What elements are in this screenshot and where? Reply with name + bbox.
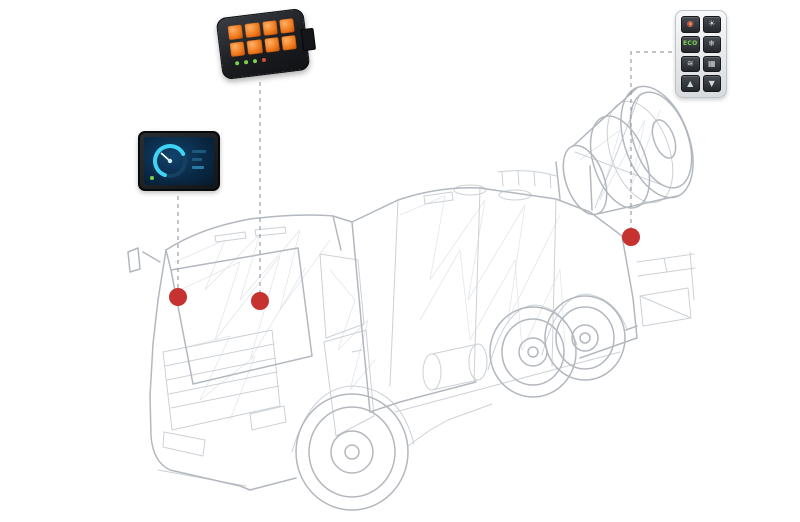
display-screen — [144, 137, 214, 185]
module-key-icon — [246, 39, 263, 55]
status-led-icon — [261, 57, 267, 63]
status-led-icon — [252, 58, 258, 64]
module-key-icon — [244, 22, 261, 38]
control-keypad-unit: ◉ ☀ ECO ❄ ≋ ▦ ▲ ▼ — [675, 10, 727, 98]
module-key-icon — [278, 18, 295, 34]
speed-gauge-icon — [150, 144, 206, 180]
keypad-callout-line — [630, 51, 672, 228]
snow-key-icon: ❄ — [702, 35, 721, 53]
control-module-unit — [215, 7, 311, 81]
module-key-icon — [227, 24, 244, 41]
grid-key-icon: ▦ — [702, 55, 721, 73]
light-key-icon: ☀ — [702, 16, 721, 33]
spray-key-icon: ≋ — [681, 55, 700, 73]
status-led-icon — [234, 61, 240, 66]
dashboard-display-unit — [138, 131, 220, 191]
module-key-icon — [263, 37, 280, 53]
wireframe-details — [157, 93, 696, 487]
module-key-icon — [229, 41, 246, 57]
eco-key: ECO — [681, 35, 700, 53]
module-key-icon — [261, 20, 278, 36]
status-led-icon — [243, 59, 249, 65]
keypad-hotspot-marker[interactable] — [622, 228, 640, 246]
control-module-leds — [232, 54, 298, 66]
wireframe-mesh — [174, 109, 661, 421]
control-module-keys — [227, 18, 297, 57]
module-key-icon — [281, 35, 297, 51]
callout-lines — [177, 51, 672, 292]
wireframe-outline — [127, 85, 694, 511]
down-key-icon: ▼ — [702, 75, 721, 92]
controller-hotspot-marker[interactable] — [251, 292, 269, 310]
up-key-icon: ▲ — [681, 75, 700, 92]
display-hotspot-marker[interactable] — [169, 288, 187, 306]
hotspot-markers — [169, 228, 640, 310]
power-key-icon: ◉ — [681, 16, 700, 33]
